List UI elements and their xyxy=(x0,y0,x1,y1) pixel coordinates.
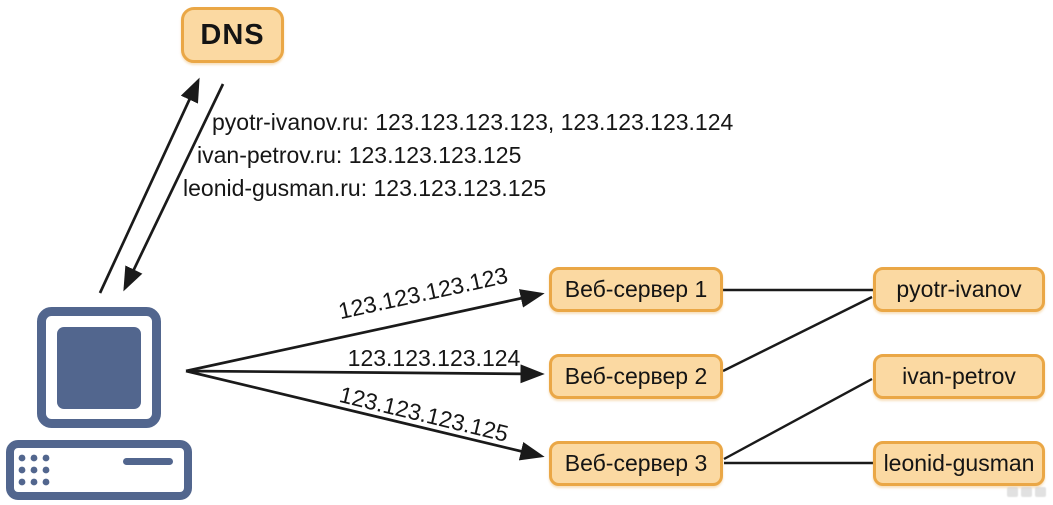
arrow-to-webserver-2 xyxy=(185,364,545,384)
arrow-to-webserver-1 xyxy=(185,289,545,373)
arrow-query-to-dns xyxy=(98,77,200,294)
connector-ws2-pyotr xyxy=(722,295,873,373)
server-domain-connectors xyxy=(722,288,877,465)
dns-record-leonid-gusman: leonid-gusman.ru: 123.123.123.125 xyxy=(183,175,547,201)
domain-pyotr-ivanov-node: pyotr-ivanov xyxy=(873,267,1045,312)
arrow-to-webserver-3 xyxy=(185,369,545,461)
arrow-response-from-dns xyxy=(123,83,225,292)
ip-label-124: 123.123.123.124 xyxy=(347,345,521,371)
monitor-screen xyxy=(57,327,141,409)
watermark-icon xyxy=(1007,487,1046,497)
client-request-arrows xyxy=(185,289,545,461)
dns-record-pyotr-ivanov: pyotr-ivanov.ru: 123.123.123.123, 123.12… xyxy=(212,109,734,135)
desktop-computer-icon xyxy=(6,307,192,500)
webserver-3-node: Веб-сервер 3 xyxy=(549,441,723,486)
dns-server-node: DNS xyxy=(181,7,284,63)
watermark-dot xyxy=(1035,487,1046,497)
webserver-2-node: Веб-сервер 2 xyxy=(549,354,723,399)
dns-query-arrows xyxy=(98,77,225,294)
system-unit-drive-slot xyxy=(123,458,173,465)
watermark-dot xyxy=(1021,487,1032,497)
system-unit xyxy=(6,440,192,500)
system-unit-vents xyxy=(18,454,50,486)
dns-record-ivan-petrov: ivan-petrov.ru: 123.123.123.125 xyxy=(197,142,522,168)
watermark-dot xyxy=(1007,487,1018,497)
domain-ivan-petrov-node: ivan-petrov xyxy=(873,354,1045,399)
domain-leonid-gusman-node: leonid-gusman xyxy=(873,441,1045,486)
webserver-1-node: Веб-сервер 1 xyxy=(549,267,723,312)
connector-ws3-ivan xyxy=(723,377,873,461)
